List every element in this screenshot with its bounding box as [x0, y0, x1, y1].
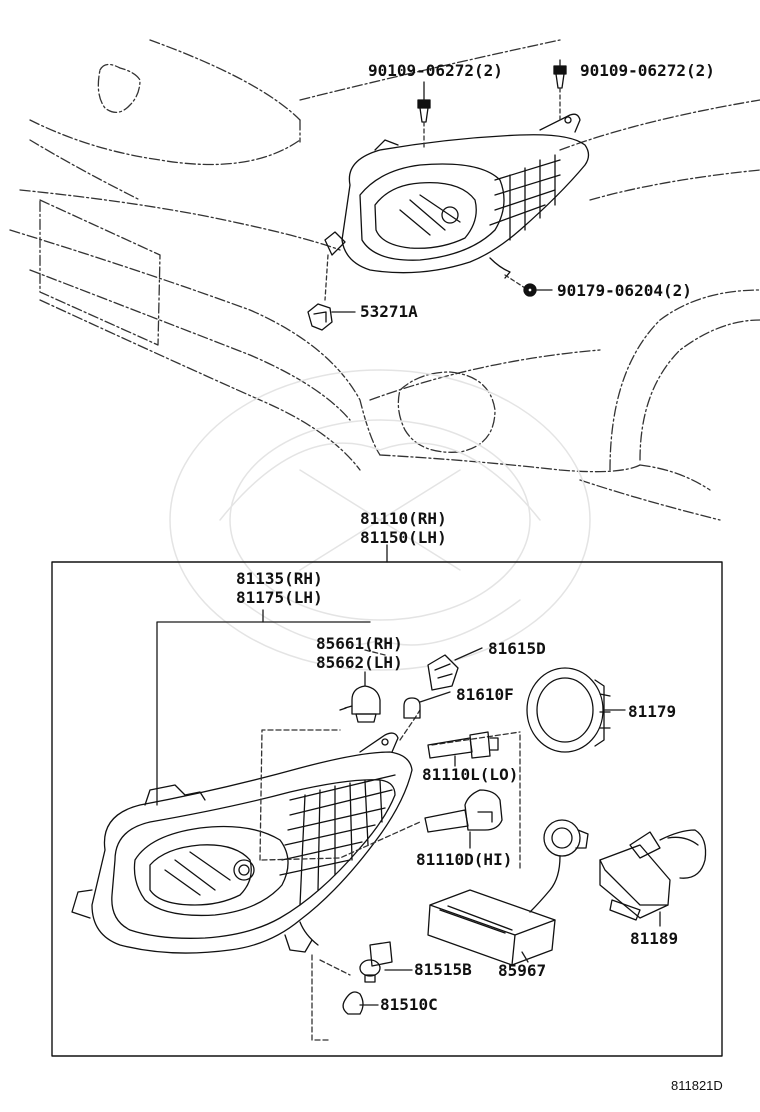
label-cover-81179: 81179	[628, 702, 677, 721]
bulb-lo-icon	[428, 732, 498, 758]
label-bulb-lo: 81110L(LO)	[422, 765, 519, 784]
label-nut: 90179-06204(2)	[557, 281, 692, 300]
bulb-hi-icon	[425, 790, 502, 832]
label-assembly-rh: 81110(RH)	[360, 509, 447, 528]
socket-81615d-icon	[428, 655, 458, 690]
nut-icon	[524, 284, 536, 296]
label-bulb-81510c: 81510C	[380, 995, 438, 1014]
watermark-graphic	[170, 370, 590, 670]
upper-headlamp	[325, 114, 589, 278]
bolt-right-icon	[554, 66, 566, 88]
figure-id: 811821D	[671, 1078, 723, 1093]
cover-81179-icon	[527, 668, 610, 752]
label-bulb-85662: 85662(LH)	[316, 653, 403, 672]
bulb-81610f-icon	[404, 698, 420, 718]
label-assembly-lh: 81150(LH)	[360, 528, 447, 547]
assembly-frame	[52, 562, 722, 1056]
label-bolt-left: 90109-06272(2)	[368, 61, 503, 80]
label-clip: 53271A	[360, 302, 418, 321]
label-bulb-hi: 81110D(HI)	[416, 850, 513, 869]
computer-81189-icon	[600, 830, 706, 920]
clip-icon	[308, 304, 332, 330]
label-bulb-81610f: 81610F	[456, 685, 514, 704]
ballast-85967-icon	[428, 890, 555, 965]
vehicle-outline	[10, 40, 760, 520]
label-socket-81515b: 81515B	[414, 960, 472, 979]
label-housing-rh: 81135(RH)	[236, 569, 323, 588]
bulb-85661-icon	[340, 686, 380, 722]
label-ballast-85967: 85967	[498, 961, 547, 980]
bolt-left-icon	[418, 100, 430, 122]
lower-headlamp	[72, 733, 412, 953]
label-housing-lh: 81175(LH)	[236, 588, 323, 607]
bulb-81510c-icon	[343, 992, 363, 1014]
label-bolt-right: 90109-06272(2)	[580, 61, 715, 80]
socket-81515b-icon	[360, 942, 392, 982]
igniter-icon	[530, 820, 588, 912]
label-bulb-85661: 85661(RH)	[316, 634, 403, 653]
label-computer-81189: 81189	[630, 929, 679, 948]
label-socket-81615d: 81615D	[488, 639, 546, 658]
